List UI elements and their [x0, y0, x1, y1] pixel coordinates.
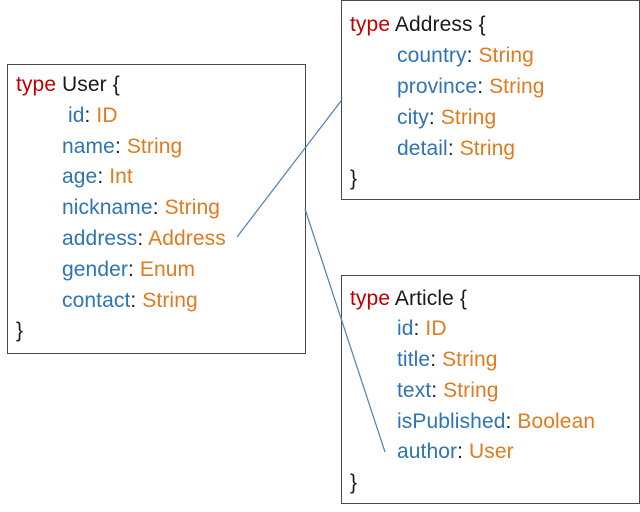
field-row: province: String	[397, 75, 545, 99]
close-brace: }	[16, 319, 24, 342]
colon: :	[431, 379, 444, 402]
field-row: gender: Enum	[62, 258, 195, 282]
field-name: contact	[62, 289, 131, 312]
field-name: age	[62, 165, 98, 188]
open-brace: {	[112, 73, 120, 96]
colon: :	[152, 196, 165, 219]
type-header-address: type Address {	[350, 13, 486, 37]
field-name: province	[397, 75, 478, 98]
colon: :	[137, 227, 149, 250]
field-type: Enum	[139, 258, 196, 281]
field-name: id	[68, 104, 85, 127]
colon: :	[447, 137, 460, 160]
field-type: String	[459, 137, 516, 160]
field-row: id: ID	[397, 317, 447, 341]
close-brace-row: }	[350, 167, 357, 191]
close-brace: }	[350, 167, 358, 190]
field-type: String	[126, 135, 183, 158]
close-brace: }	[350, 471, 358, 494]
colon: :	[97, 165, 110, 188]
field-name: author	[397, 440, 458, 463]
field-name: isPublished	[397, 410, 506, 433]
type-header-article: type Article {	[350, 287, 467, 311]
type-name: Article	[394, 287, 454, 310]
open-brace: {	[478, 13, 486, 36]
field-name: title	[397, 348, 431, 371]
field-type: Address	[148, 227, 226, 250]
field-name: detail	[397, 137, 448, 160]
field-type: String	[442, 348, 498, 371]
field-row: id: ID	[68, 104, 118, 128]
field-row: contact: String	[62, 289, 198, 313]
field-type: Boolean	[517, 410, 596, 433]
type-keyword: type	[16, 73, 57, 96]
type-name: User	[62, 73, 107, 96]
colon: :	[428, 106, 441, 129]
close-brace-row: }	[16, 319, 23, 343]
field-name: address	[62, 227, 138, 250]
field-name: text	[397, 379, 432, 402]
colon: :	[457, 440, 470, 463]
field-name: city	[397, 106, 429, 129]
field-type: Int	[109, 165, 133, 188]
field-row: title: String	[397, 348, 498, 372]
field-row: address: Address	[62, 227, 226, 251]
field-type: User	[469, 440, 514, 463]
field-name: name	[62, 135, 115, 158]
field-row: name: String	[62, 135, 182, 159]
colon: :	[505, 410, 518, 433]
field-row: detail: String	[397, 137, 515, 161]
field-name: nickname	[62, 196, 153, 219]
colon: :	[130, 289, 143, 312]
colon: :	[128, 258, 140, 281]
field-row: age: Int	[62, 165, 133, 189]
colon: :	[114, 135, 127, 158]
field-type: String	[478, 44, 534, 67]
field-type: String	[142, 289, 198, 312]
field-row: city: String	[397, 106, 496, 130]
field-type: String	[164, 196, 221, 219]
field-type: String	[489, 75, 545, 98]
type-name: Address	[394, 13, 473, 36]
field-type: String	[443, 379, 499, 402]
colon: :	[466, 44, 479, 67]
type-keyword: type	[350, 13, 391, 36]
type-box-address: type Address { country: String province:…	[341, 0, 640, 200]
field-row: author: User	[397, 440, 514, 464]
type-header-user: type User {	[16, 73, 120, 97]
field-row: country: String	[397, 44, 534, 68]
field-type: ID	[425, 317, 447, 340]
field-name: gender	[62, 258, 128, 281]
open-brace: {	[459, 287, 467, 310]
field-type: String	[440, 106, 497, 129]
field-row: isPublished: Boolean	[397, 410, 595, 434]
colon: :	[430, 348, 443, 371]
colon: :	[84, 104, 97, 127]
type-box-article: type Article { id: ID title: String text…	[341, 275, 640, 504]
type-box-user: type User { id: ID name: String age: Int…	[7, 64, 306, 354]
type-keyword: type	[350, 287, 391, 310]
close-brace-row: }	[350, 471, 357, 495]
field-name: id	[397, 317, 414, 340]
field-type: ID	[96, 104, 118, 127]
colon: :	[477, 75, 490, 98]
field-name: country	[397, 44, 467, 67]
field-row: nickname: String	[62, 196, 220, 220]
colon: :	[413, 317, 426, 340]
field-row: text: String	[397, 379, 499, 403]
